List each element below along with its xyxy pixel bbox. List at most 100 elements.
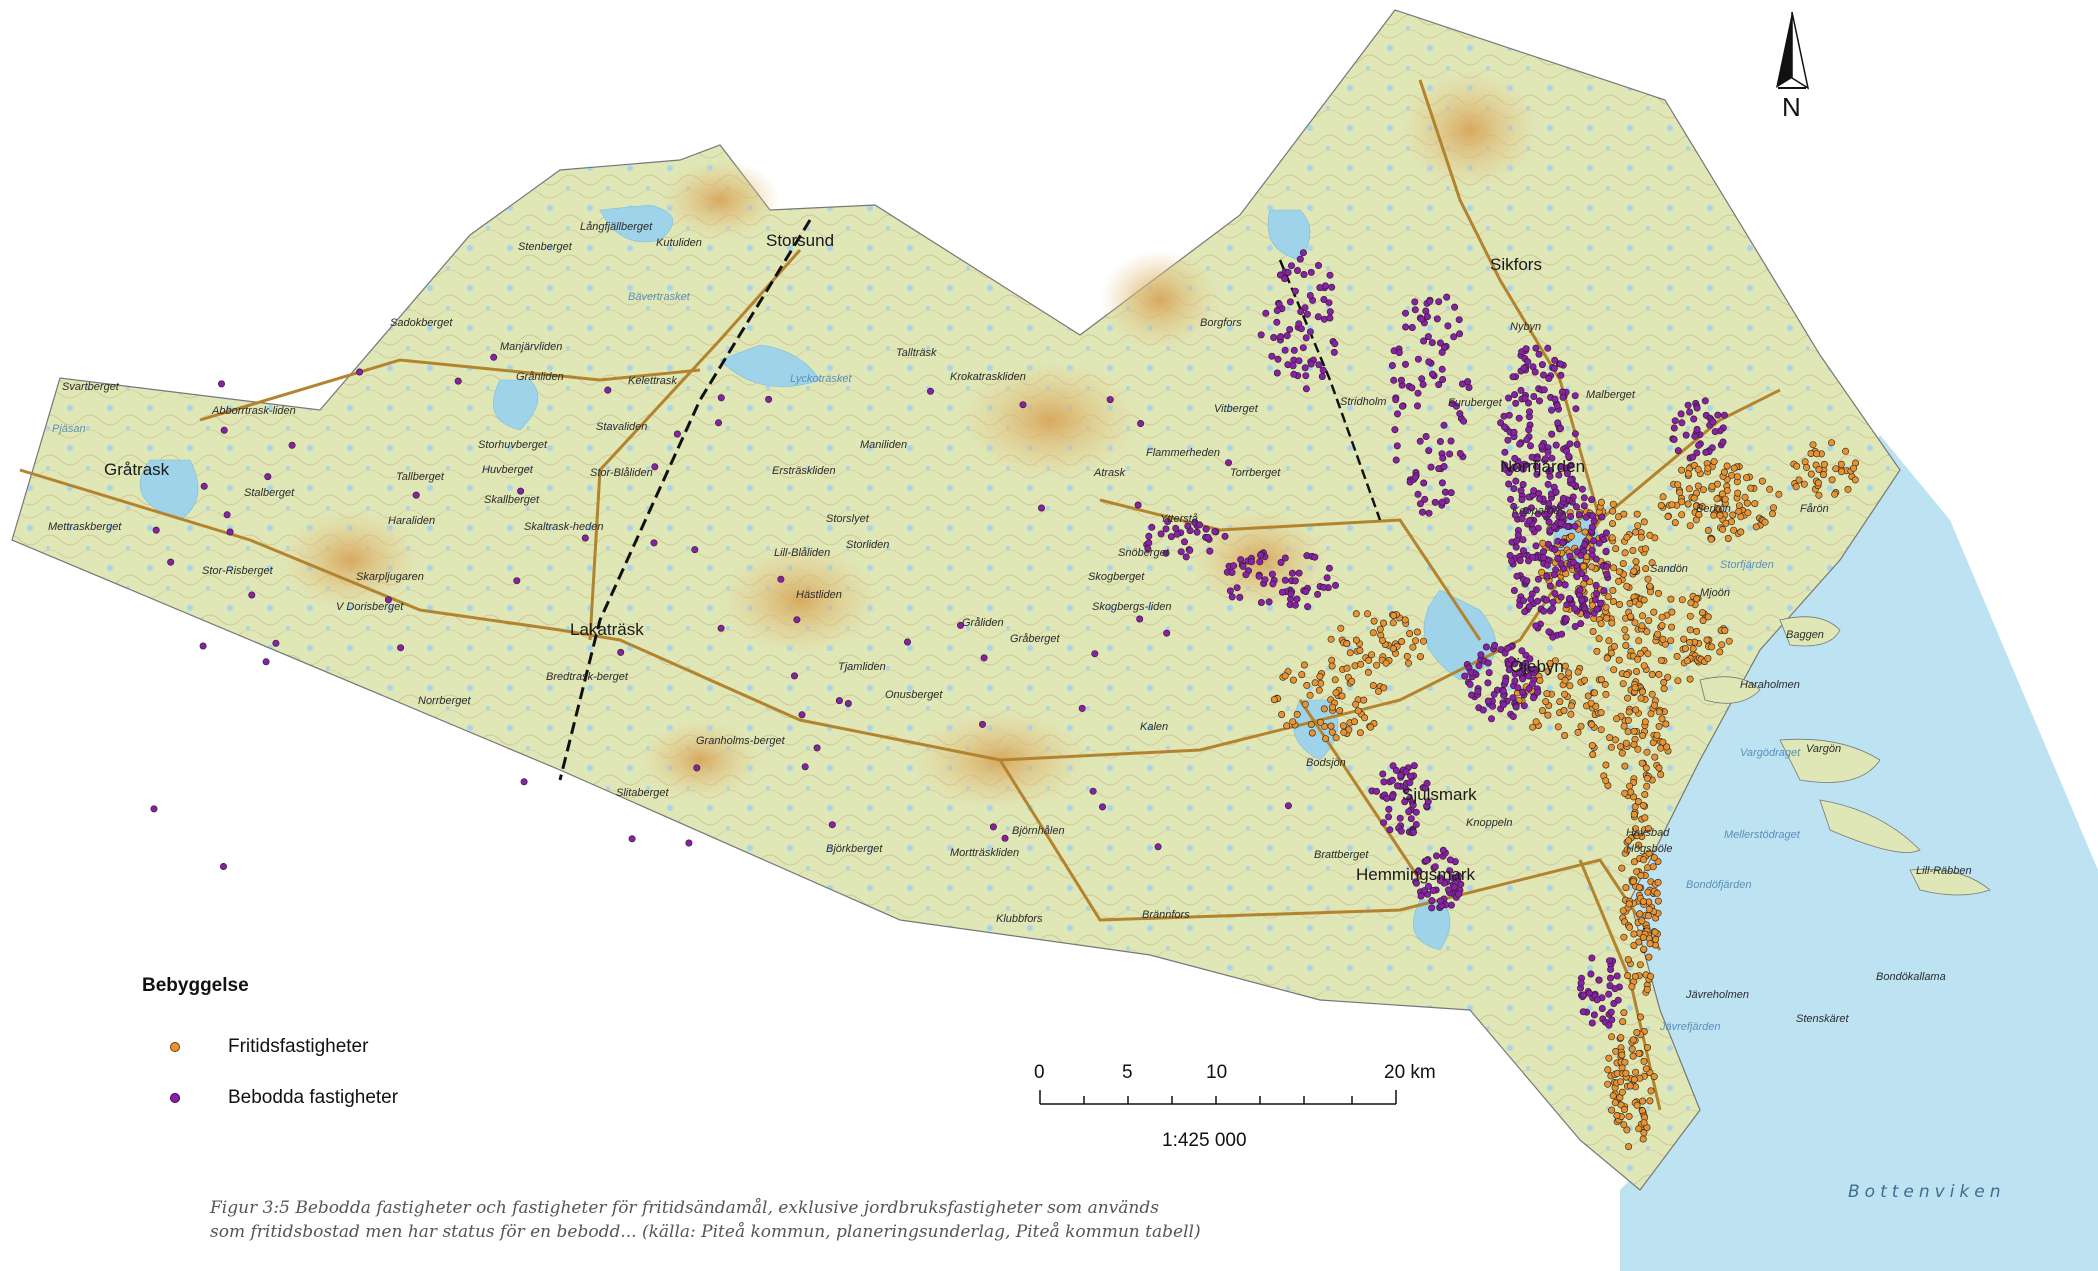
place-label: Sandön: [1650, 563, 1688, 575]
property-point: [1719, 438, 1727, 446]
property-point: [1752, 523, 1760, 531]
property-point: [1617, 1078, 1625, 1086]
property-point: [1630, 941, 1638, 949]
property-point: [1134, 501, 1142, 509]
property-point: [1262, 309, 1270, 317]
property-point: [1182, 553, 1190, 561]
property-point: [1546, 582, 1554, 590]
property-point: [1465, 383, 1473, 391]
place-label: Skogbergs-liden: [1092, 601, 1172, 613]
property-point: [1504, 436, 1512, 444]
property-point: [520, 778, 528, 786]
property-point: [1635, 1049, 1643, 1057]
property-point: [1317, 718, 1325, 726]
figure-caption: Figur 3:5 Bebodda fastigheter och fastig…: [210, 1196, 1210, 1244]
property-point: [1544, 667, 1552, 675]
property-point: [1720, 411, 1728, 419]
property-point: [1181, 538, 1189, 546]
property-point: [1412, 879, 1420, 887]
property-point: [1144, 545, 1152, 553]
property-point: [1509, 694, 1517, 702]
property-point: [1162, 549, 1170, 557]
property-point: [1291, 601, 1299, 609]
place-label: Tallträsk: [896, 347, 937, 359]
property-point: [1655, 764, 1663, 772]
property-point: [1664, 512, 1672, 520]
property-point: [1699, 616, 1707, 624]
property-point: [1630, 567, 1638, 575]
property-point: [1605, 1054, 1613, 1062]
property-point: [1418, 375, 1426, 383]
property-point: [1512, 477, 1520, 485]
property-point: [1723, 487, 1731, 495]
place-label: Abborrtrask-liden: [211, 405, 296, 417]
property-point: [1632, 528, 1640, 536]
legend-label: Fritidsfastigheter: [228, 1036, 369, 1057]
property-point: [1637, 1013, 1645, 1021]
property-point: [1539, 707, 1547, 715]
property-point: [1621, 762, 1629, 770]
place-label: V Dorisberget: [336, 601, 404, 613]
property-point: [1635, 938, 1643, 946]
place-label: Svartberget: [62, 381, 120, 393]
place-label: Knoppeln: [1466, 817, 1513, 829]
property-point: [828, 821, 836, 829]
property-point: [1557, 560, 1565, 568]
property-point: [1631, 684, 1639, 692]
place-label: Björkberget: [826, 843, 883, 855]
property-point: [1438, 365, 1446, 373]
property-point: [1566, 682, 1574, 690]
property-point: [1306, 291, 1314, 299]
property-point: [1202, 525, 1210, 533]
property-point: [1228, 593, 1236, 601]
property-point: [793, 616, 801, 624]
place-label: Huvberget: [482, 464, 534, 476]
place-label: Stor-Blåliden: [590, 467, 653, 479]
property-point: [1686, 638, 1694, 646]
property-point: [1615, 577, 1623, 585]
property-point: [1693, 404, 1701, 412]
property-point: [1451, 303, 1459, 311]
property-point: [989, 823, 997, 831]
property-point: [1635, 600, 1643, 608]
property-point: [1580, 494, 1588, 502]
property-point: [1569, 558, 1577, 566]
property-point: [1553, 402, 1561, 410]
property-point: [1711, 428, 1719, 436]
place-label: Tjamliden: [838, 661, 886, 673]
property-point: [1637, 872, 1645, 880]
property-point: [1632, 558, 1640, 566]
property-point: [1828, 476, 1836, 484]
property-point: [1326, 271, 1334, 279]
property-point: [1433, 315, 1441, 323]
property-point: [1624, 956, 1632, 964]
property-point: [1598, 513, 1606, 521]
property-point: [1533, 470, 1541, 478]
property-point: [798, 711, 806, 719]
property-point: [1425, 447, 1433, 455]
property-point: [1278, 588, 1286, 596]
property-point: [1650, 608, 1658, 616]
property-point: [1226, 587, 1234, 595]
property-point: [1510, 586, 1518, 594]
property-point: [1474, 687, 1482, 695]
place-label: Högsböle: [1626, 843, 1672, 855]
property-point: [1623, 846, 1631, 854]
property-point: [1343, 664, 1351, 672]
property-point: [1530, 487, 1538, 495]
property-point: [1297, 325, 1305, 333]
property-point: [1678, 419, 1686, 427]
property-point: [1257, 551, 1265, 559]
property-point: [1588, 563, 1596, 571]
place-label: Snöberget: [1118, 547, 1170, 559]
property-point: [1604, 1080, 1612, 1088]
property-point: [1380, 684, 1388, 692]
property-point: [1551, 589, 1559, 597]
place-label: Maniliden: [860, 439, 907, 451]
property-point: [1511, 391, 1519, 399]
property-point: [1544, 448, 1552, 456]
property-point: [650, 539, 658, 547]
property-point: [1567, 476, 1575, 484]
property-point: [226, 528, 234, 536]
